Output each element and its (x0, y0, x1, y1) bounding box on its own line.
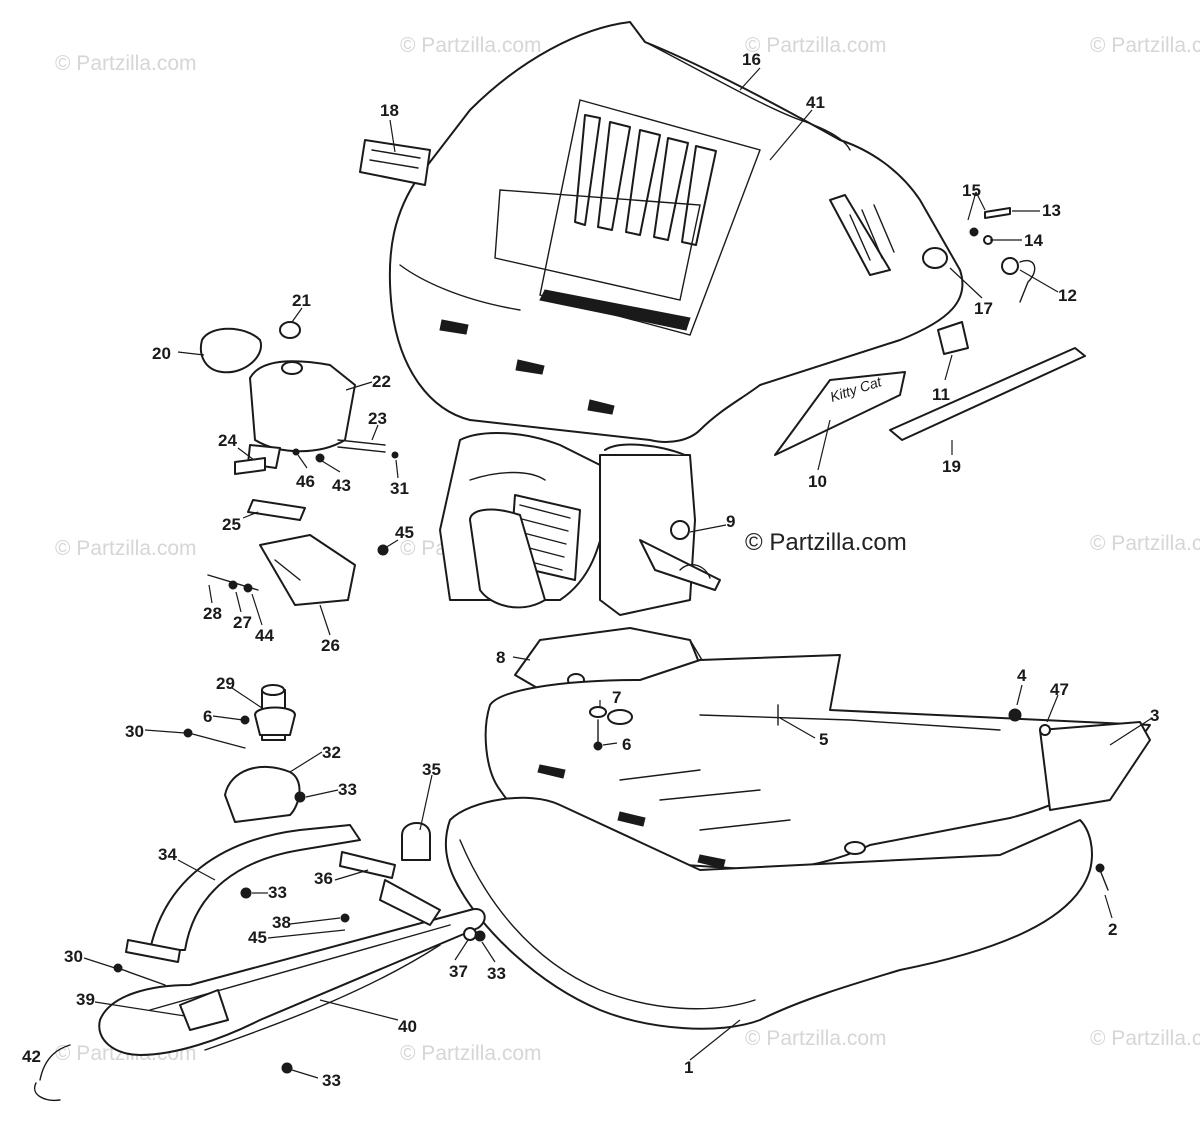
callout-11: 11 (932, 385, 950, 404)
callout-46: 46 (296, 472, 315, 491)
callout-6: 6 (203, 707, 212, 726)
callout-21: 21 (292, 291, 311, 310)
watermark: © Partzilla.com (400, 1042, 542, 1065)
callout-33: 33 (487, 964, 506, 983)
callout-3: 3 (1150, 706, 1159, 725)
callout-33: 33 (268, 883, 287, 902)
callout-43: 43 (332, 476, 351, 495)
decals: Kitty Cat (774, 321, 1086, 456)
callout-2: 2 (1108, 920, 1117, 939)
callout-27: 27 (233, 613, 252, 632)
watermark: © Partzilla.com (400, 34, 542, 57)
callout-10: 10 (808, 472, 827, 491)
callout-33: 33 (338, 780, 357, 799)
partzilla-credit: © Partzilla.com (745, 529, 907, 556)
callout-31: 31 (390, 479, 409, 498)
ski-part-39 (33, 879, 486, 1102)
callout-13: 13 (1042, 201, 1061, 220)
callout-30: 30 (64, 947, 83, 966)
callout-33: 33 (322, 1071, 341, 1090)
callout-44: 44 (255, 626, 274, 645)
callout-42: 42 (22, 1047, 41, 1066)
callout-34: 34 (158, 845, 177, 864)
callout-32: 32 (322, 743, 341, 762)
emblem-part-18 (359, 139, 431, 186)
fuel-tank (200, 321, 399, 475)
callout-28: 28 (203, 604, 222, 623)
callout-35: 35 (422, 760, 441, 779)
steering-spindle (183, 684, 306, 823)
fasteners (589, 704, 1109, 891)
ski-spring-part-34 (125, 822, 431, 963)
callout-38: 38 (272, 913, 291, 932)
callout-40: 40 (398, 1017, 417, 1036)
tank-bracket (207, 499, 389, 606)
callout-47: 47 (1050, 680, 1069, 699)
watermark: © Partzilla.com (1090, 1027, 1200, 1050)
callout-45: 45 (248, 928, 267, 947)
callout-15: 15 (962, 181, 981, 200)
callout-8: 8 (496, 648, 505, 667)
frame-rail-part-1 (444, 796, 1093, 1030)
callout-41: 41 (806, 93, 825, 112)
callout-14: 14 (1024, 231, 1043, 250)
hood-part-16 (388, 21, 964, 443)
callout-17: 17 (974, 299, 993, 318)
callout-25: 25 (222, 515, 241, 534)
callout-1: 1 (684, 1058, 693, 1077)
callout-26: 26 (321, 636, 340, 655)
watermark: © Partzilla.com (1090, 34, 1200, 57)
callout-22: 22 (372, 372, 391, 391)
callout-layer: 1 2 3 4 5 6 6 7 8 9 10 11 12 13 14 15 16… (22, 50, 1159, 1090)
watermark: © Partzilla.com (55, 537, 197, 560)
callout-16: 16 (742, 50, 761, 69)
callout-29: 29 (216, 674, 235, 693)
callout-39: 39 (76, 990, 95, 1009)
callout-30: 30 (125, 722, 144, 741)
callout-36: 36 (314, 869, 333, 888)
callout-20: 20 (152, 344, 171, 363)
watermark: © Partzilla.com (55, 52, 197, 75)
pan-part-3 (484, 654, 1151, 871)
callout-24: 24 (218, 431, 237, 450)
callout-6: 6 (622, 735, 631, 754)
callout-18: 18 (380, 101, 399, 120)
watermark: © Partzilla.com (1090, 532, 1200, 555)
callout-7: 7 (612, 688, 621, 707)
callout-4: 4 (1017, 666, 1027, 685)
engine-assembly (439, 432, 721, 616)
callout-37: 37 (449, 962, 468, 981)
callout-5: 5 (819, 730, 828, 749)
callout-19: 19 (942, 457, 961, 476)
watermark: © Partzilla.com (745, 1027, 887, 1050)
callout-23: 23 (368, 409, 387, 428)
callout-9: 9 (726, 512, 735, 531)
latch-parts (922, 207, 1036, 303)
leader-lines (83, 67, 1153, 1079)
callout-12: 12 (1058, 286, 1077, 305)
watermark: © Partzilla.com (745, 34, 887, 57)
callout-45: 45 (395, 523, 414, 542)
